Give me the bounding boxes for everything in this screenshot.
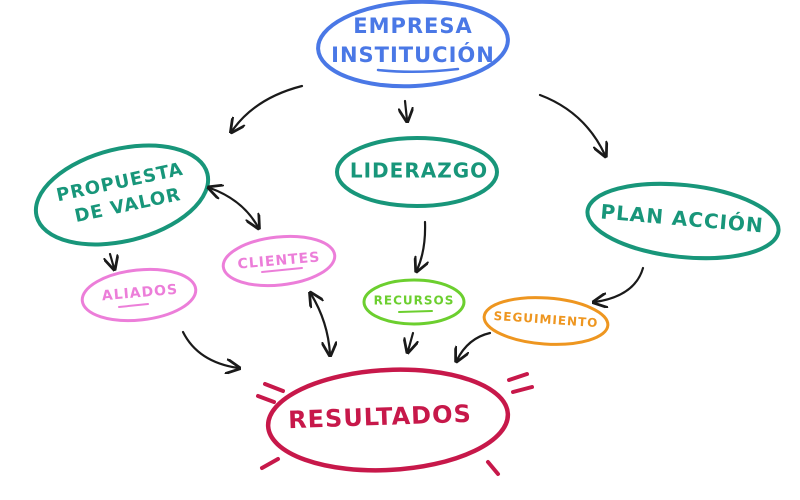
- node-plan: PLAN ACCIÓN: [585, 181, 781, 261]
- resultados-label: RESULTADOS: [288, 400, 473, 434]
- node-empresa: EMPRESA INSTITUCIÓN: [316, 0, 510, 89]
- empresa-underline: [376, 67, 460, 74]
- node-seguimiento: SEGUIMIENTO: [482, 296, 610, 346]
- propuesta-ellipse: [33, 143, 211, 247]
- burst-stroke: [260, 457, 280, 470]
- seguimiento-ellipse: [482, 296, 610, 346]
- aliados-label: ALIADOS: [101, 282, 179, 305]
- arrow-propuesta-aliados: [110, 252, 114, 268]
- empresa-label-line1: EMPRESA: [353, 14, 473, 38]
- burst-stroke: [263, 382, 285, 393]
- node-resultados: RESULTADOS: [256, 367, 534, 476]
- recursos-ellipse: [362, 278, 466, 326]
- clientes-label: CLIENTES: [237, 249, 321, 272]
- plan-label: PLAN ACCIÓN: [600, 199, 765, 237]
- aliados-underline: [118, 303, 149, 308]
- seguimiento-label: SEGUIMIENTO: [493, 309, 599, 330]
- arrow-empresa-plan: [538, 93, 605, 155]
- burst-stroke: [507, 372, 529, 382]
- node-liderazgo: LIDERAZGO: [335, 136, 499, 208]
- connectors: [110, 84, 645, 368]
- arrow-empresa-liderazgo: [405, 99, 407, 120]
- node-propuesta: PROPUESTA DE VALOR: [33, 143, 211, 247]
- empresa-ellipse: [316, 0, 510, 89]
- arrow-propuesta-clientes: [210, 188, 258, 227]
- burst-stroke: [511, 385, 534, 394]
- burst-stroke: [486, 460, 500, 476]
- arrow-clientes-resultados: [311, 294, 330, 354]
- empresa-label-line2: INSTITUCIÓN: [331, 42, 495, 67]
- liderazgo-ellipse: [335, 136, 499, 208]
- resultados-ellipse: [265, 367, 511, 473]
- arrow-liderazgo-recursos: [417, 220, 425, 270]
- recursos-underline: [398, 310, 433, 313]
- clientes-ellipse: [221, 234, 337, 288]
- liderazgo-label: LIDERAZGO: [350, 159, 488, 183]
- arrow-plan-seguimiento: [595, 266, 645, 302]
- arrow-seguimiento-resultados: [457, 331, 492, 360]
- node-aliados: ALIADOS: [80, 267, 198, 323]
- burst-stroke: [256, 394, 276, 404]
- plan-ellipse: [585, 181, 781, 261]
- arrow-recursos-resultados: [408, 331, 413, 351]
- node-clientes: CLIENTES: [221, 234, 337, 288]
- clientes-underline: [261, 267, 303, 273]
- recursos-label: RECURSOS: [374, 294, 455, 308]
- arrow-empresa-propuesta: [232, 84, 304, 131]
- aliados-ellipse: [80, 267, 198, 323]
- arrow-aliados-resultados: [181, 330, 238, 368]
- node-recursos: RECURSOS: [362, 278, 466, 326]
